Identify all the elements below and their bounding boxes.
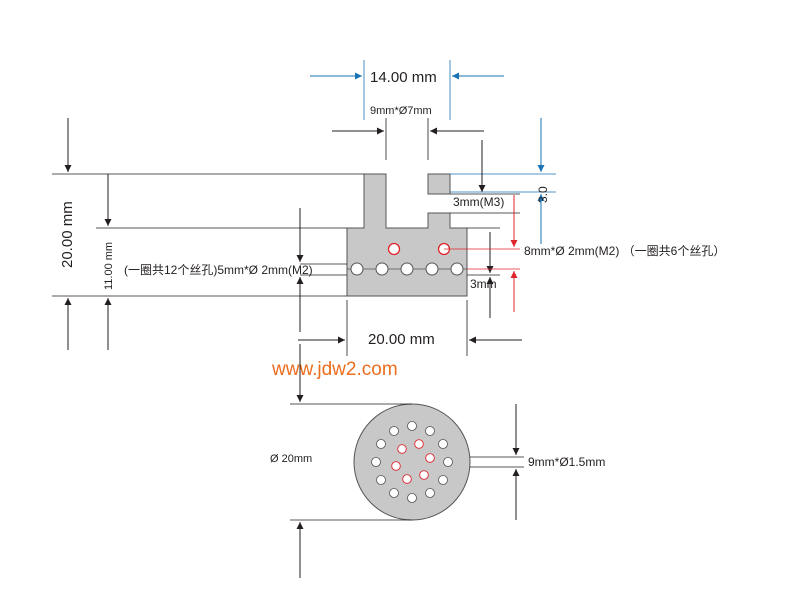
dim-top-height: [450, 118, 556, 244]
dim-side-3mm: [467, 227, 500, 318]
connector-top-tab: [427, 173, 451, 195]
front-inner-holes: [391, 439, 435, 484]
dim-m2-inner: [444, 195, 520, 312]
m3-label: 3mm(M3): [453, 195, 504, 209]
left-height-label: 20.00 mm: [59, 201, 76, 268]
bottom-width-label: 20.00 mm: [368, 331, 435, 348]
m2-inner-label: 8mm*Ø 2mm(M2) （一圈共6个丝孔）: [524, 244, 725, 258]
side-3mm-label: 3mm: [470, 277, 497, 291]
slot-label: 9mm*Ø7mm: [370, 105, 432, 117]
dim-diameter: [290, 344, 412, 578]
thread-label: 9mm*Ø1.5mm: [528, 455, 605, 469]
dim-slot: [332, 118, 484, 160]
outer-hole-row: [350, 262, 464, 276]
top-width-label: 14.00 mm: [370, 69, 437, 86]
dim-m2-outer: [296, 208, 347, 332]
left-inner-height-label: 11.00 mm: [103, 242, 115, 290]
dim-left-height: [52, 118, 364, 350]
dim-bottom-width: [298, 300, 522, 356]
dim-m3: [450, 140, 520, 214]
front-outer-holes: [371, 421, 453, 503]
dim-left-inner-height: [96, 174, 347, 350]
m2-outer-label: (一圈共12个丝孔)5mm*Ø 2mm(M2): [124, 263, 313, 277]
top-height-label: 3.0: [536, 186, 550, 203]
dim-thread: [470, 404, 524, 520]
dim-top-width: [310, 60, 504, 120]
diameter-label: Ø 20mm: [270, 453, 312, 465]
website-watermark: www.jdw2.com: [271, 359, 398, 380]
